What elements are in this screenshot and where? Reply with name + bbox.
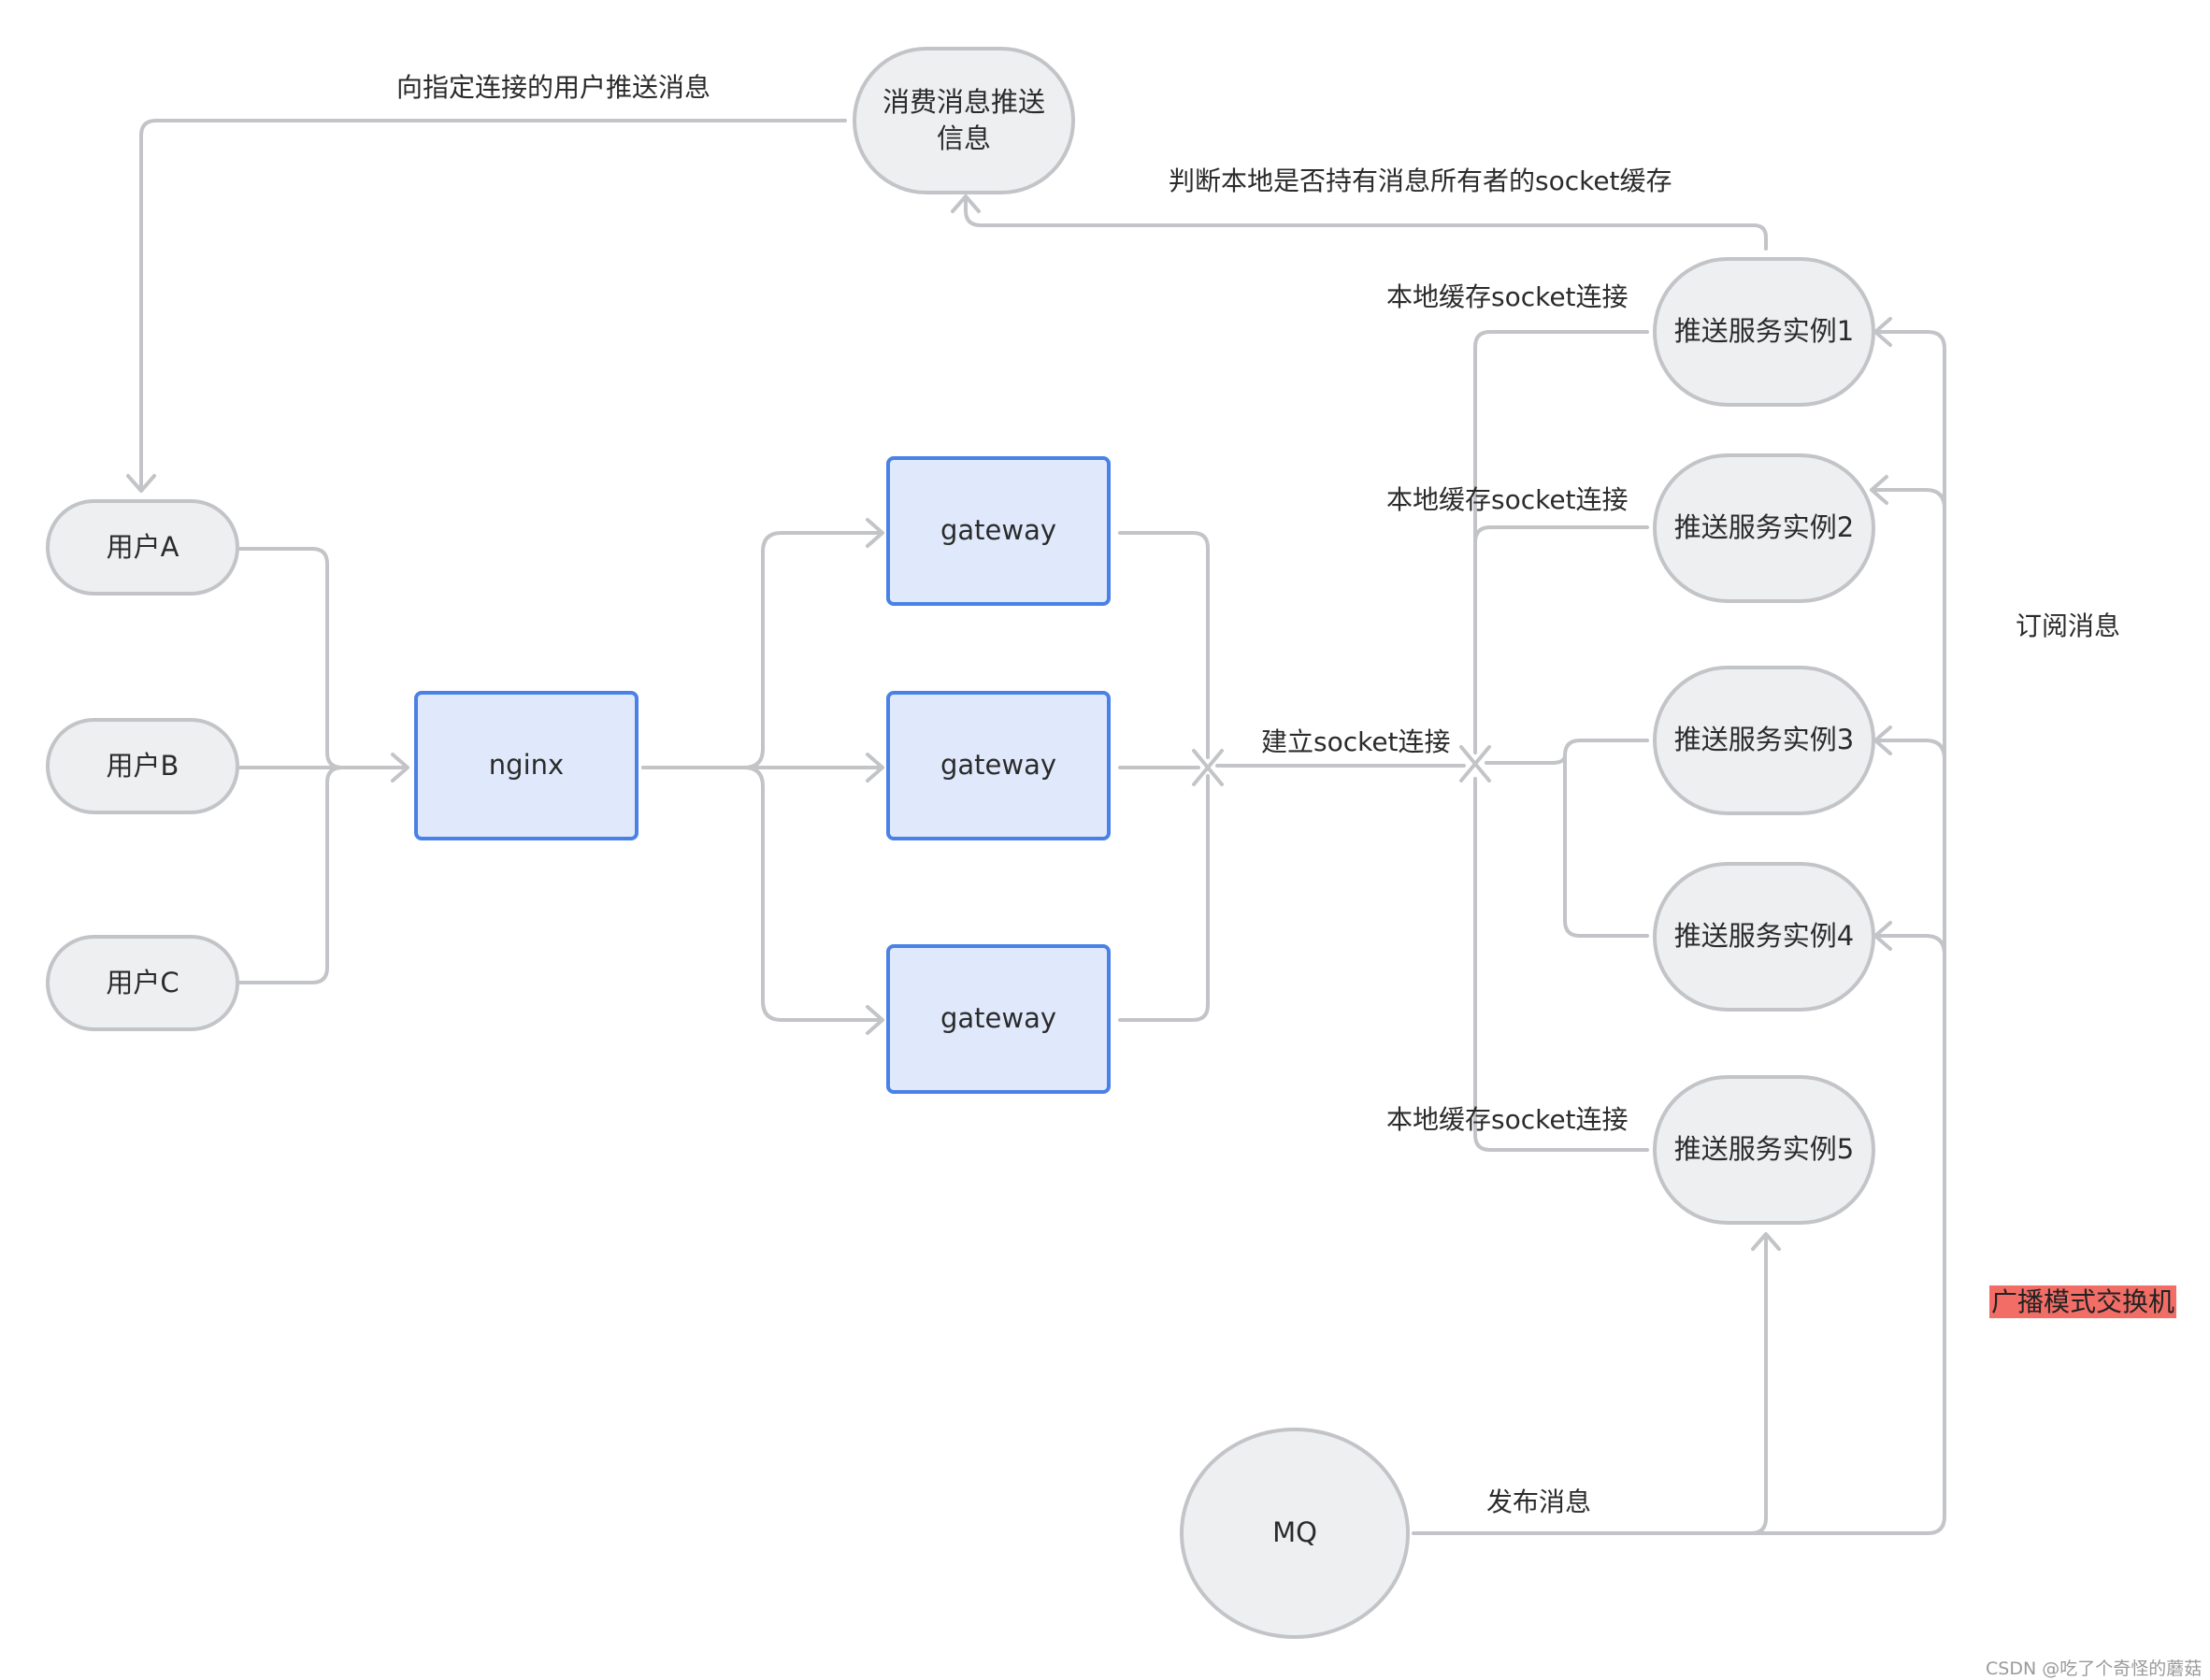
connector-consume-user-a (139, 119, 847, 491)
gateway-2-label: gateway (940, 749, 1057, 782)
user-b-label: 用户B (106, 749, 179, 782)
connector-user-c-nginx (237, 766, 408, 984)
gateway-node-2[interactable]: gateway (886, 691, 1111, 840)
arrowhead-instance-1 (1873, 317, 1892, 347)
user-a-label: 用户A (106, 530, 179, 563)
gateway-3-label: gateway (940, 1002, 1057, 1035)
arrowhead-junction-gateway (1192, 749, 1224, 786)
connector-instance-1-cache (1473, 330, 1649, 754)
watermark: CSDN @吃了个奇怪的蘑菇 (1986, 1658, 2203, 1679)
push-to-user-label: 向指定连接的用户推送消息 (396, 72, 711, 103)
push-instance-1-node[interactable]: 推送服务实例1 (1653, 257, 1875, 407)
push-instance-5-node[interactable]: 推送服务实例5 (1653, 1075, 1875, 1225)
arrowhead-instance-5 (1751, 1232, 1781, 1251)
arrowhead-gateway-2 (866, 753, 884, 783)
push-instance-1-label: 推送服务实例1 (1673, 315, 1855, 348)
broadcast-exchange-highlight: 广播模式交换机 (1989, 1285, 2177, 1318)
connector-broadcast-instance-2 (1873, 488, 1946, 510)
connector-instance-2-cache (1473, 525, 1649, 754)
arrowhead-instance-2 (1870, 475, 1888, 505)
publish-label: 发布消息 (1486, 1486, 1592, 1517)
connector-instance-5-cache (1473, 777, 1649, 1152)
gateway-1-label: gateway (940, 514, 1057, 547)
arrowhead-user-a (126, 474, 156, 493)
push-instance-2-label: 推送服务实例2 (1673, 511, 1855, 544)
connector-broadcast-instance-3 (1873, 739, 1946, 761)
connector-gateway-3-junction (1118, 774, 1210, 1022)
establish-socket-label: 建立socket连接 (1261, 726, 1451, 757)
connector-nginx-gateway-3 (641, 766, 883, 1022)
gateway-node-3[interactable]: gateway (886, 944, 1111, 1094)
nginx-node[interactable]: nginx (414, 691, 639, 840)
push-instance-5-label: 推送服务实例5 (1673, 1133, 1855, 1166)
arrowhead-nginx (391, 753, 409, 783)
push-instance-4-label: 推送服务实例4 (1673, 920, 1855, 953)
mq-label: MQ (1272, 1516, 1317, 1549)
arrowhead-junction-socket (1459, 745, 1491, 783)
push-instance-2-node[interactable]: 推送服务实例2 (1653, 453, 1875, 603)
user-c-label: 用户C (106, 966, 179, 998)
connector-instance-3-junction (1485, 754, 1567, 765)
connector-user-a-nginx (237, 547, 408, 769)
connector-instance-1-consume (964, 196, 1768, 251)
connector-mq-broadcast (1749, 330, 1946, 1535)
mq-node[interactable]: MQ (1180, 1428, 1410, 1639)
arrowhead-instance-3 (1873, 725, 1892, 755)
user-b-node[interactable]: 用户B (46, 718, 239, 814)
local-cache-label-5: 本地缓存socket连接 (1386, 1104, 1629, 1135)
subscribe-label: 订阅消息 (2016, 610, 2121, 641)
push-instance-3-label: 推送服务实例3 (1673, 724, 1855, 756)
consume-push-label: 消费消息推送 信息 (882, 85, 1045, 154)
broadcast-exchange-label: 广播模式交换机 (1989, 1282, 2177, 1319)
local-cache-label-2: 本地缓存socket连接 (1386, 484, 1629, 515)
user-a-node[interactable]: 用户A (46, 499, 239, 596)
connector-broadcast-instance-4 (1873, 934, 1946, 956)
judge-local-label: 判断本地是否持有消息所有者的socket缓存 (1169, 165, 1672, 196)
gateway-node-1[interactable]: gateway (886, 456, 1111, 606)
arrowhead-gateway-1 (866, 518, 884, 548)
arrowhead-consume (951, 194, 981, 213)
user-c-node[interactable]: 用户C (46, 935, 239, 1031)
local-cache-label-1: 本地缓存socket连接 (1386, 281, 1629, 312)
push-instance-3-node[interactable]: 推送服务实例3 (1653, 666, 1875, 815)
connector-nginx-gateway-1 (641, 531, 883, 769)
nginx-label: nginx (488, 749, 565, 782)
arrowhead-instance-4 (1873, 921, 1892, 951)
connector-instance-3-cache (1563, 739, 1649, 938)
consume-push-node[interactable]: 消费消息推送 信息 (853, 47, 1075, 194)
push-instance-4-node[interactable]: 推送服务实例4 (1653, 862, 1875, 1012)
arrowhead-gateway-3 (866, 1005, 884, 1035)
connector-gateway-1-junction (1118, 531, 1210, 759)
